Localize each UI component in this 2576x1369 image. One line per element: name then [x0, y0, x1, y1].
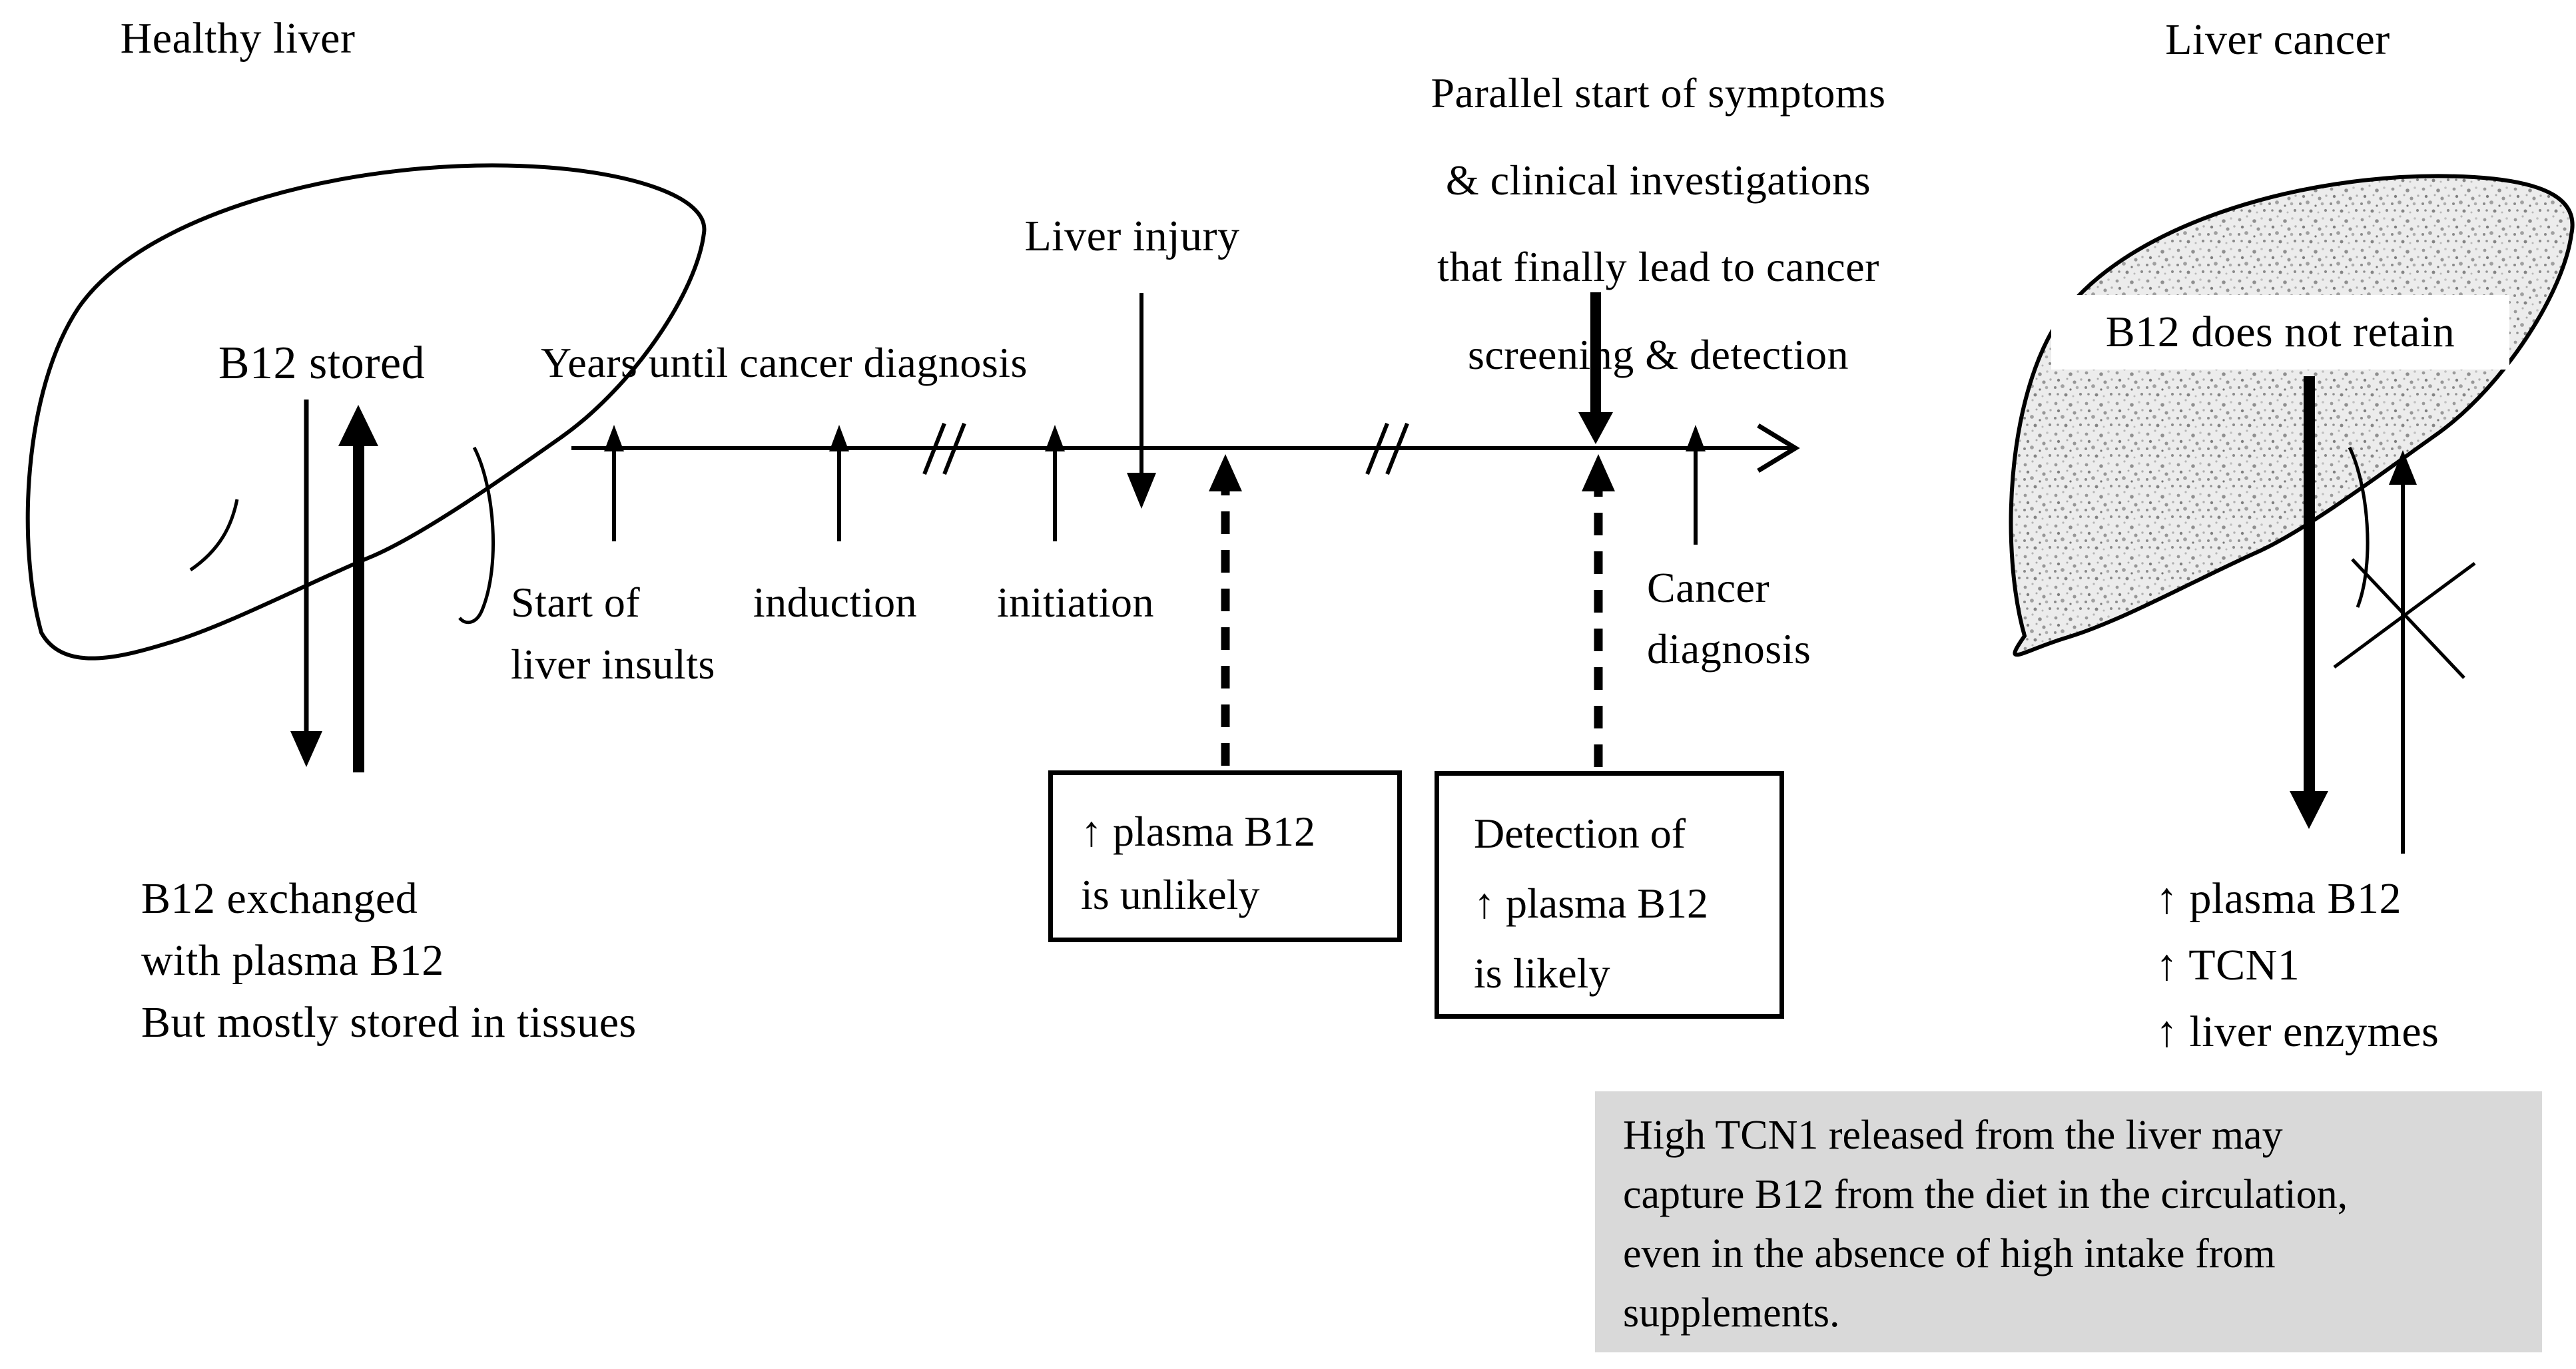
b12-uptake-thick-up-arrow-icon: [338, 405, 378, 772]
footnote-line: even in the absence of high intake from: [1623, 1231, 2276, 1276]
b12-stored-label: B12 stored: [218, 338, 426, 389]
b12-release-thin-down-arrow-icon: [290, 400, 322, 767]
finding-line: ↑ liver enzymes: [2156, 1007, 2439, 1056]
marker-start-of-insults-icon: [604, 425, 624, 541]
unlikely-box-line: is unlikely: [1081, 871, 1260, 918]
plasma-b12-unlikely-box: ↑ plasma B12 is unlikely: [1048, 770, 1402, 942]
healthy-liver-title: Healthy liver: [120, 14, 356, 63]
b12-uptake-blocked-thin-up-arrow-icon: [2389, 450, 2417, 854]
b12-does-not-retain-label: B12 does not retain: [2105, 308, 2455, 356]
footnote-line: supplements.: [1623, 1290, 1840, 1336]
parallel-note-line: & clinical investigations: [1445, 156, 1871, 204]
likely-box-line: is likely: [1474, 950, 1610, 997]
timeline-break-icon: [922, 422, 966, 475]
footnote-line: capture B12 from the diet in the circula…: [1623, 1172, 2348, 1217]
marker-start-label: liver insults: [511, 641, 715, 688]
marker-start-label: Start of: [511, 579, 641, 626]
marker-initiation-icon: [1045, 425, 1065, 541]
b12-exchange-line: with plasma B12: [141, 936, 444, 985]
likely-box-line: ↑ plasma B12: [1474, 880, 1708, 927]
parallel-note-line: that finally lead to cancer: [1437, 243, 1879, 290]
plasma-b12-likely-box: Detection of ↑ plasma B12 is likely: [1435, 771, 1784, 1019]
liver-injury-label: Liver injury: [1024, 212, 1240, 260]
parallel-note-line: Parallel start of symptoms: [1431, 69, 1886, 117]
marker-induction-label: induction: [753, 579, 918, 626]
timeline-break2-icon: [1365, 422, 1409, 475]
timeline-axis-arrowhead-icon: [1757, 423, 1800, 473]
marker-cancer-diagnosis-icon: [1686, 425, 1706, 545]
timeline-axis-label: Years until cancer diagnosis: [541, 339, 1028, 386]
timeline-axis: [571, 423, 1800, 473]
symptoms-to-axis-thick-arrow-icon: [1578, 292, 1613, 444]
healthy-liver-outline: [25, 163, 707, 661]
footnote-line: High TCN1 released from the liver may: [1623, 1113, 2283, 1158]
b12-release-thick-down-arrow-icon: [2290, 376, 2328, 829]
cancer-diagnosis-label: diagnosis: [1647, 625, 1811, 673]
blocked-cross-icon: [2333, 558, 2476, 679]
likely-dashed-up-arrow-icon: [1582, 454, 1615, 767]
b12-exchange-line: But mostly stored in tissues: [141, 998, 637, 1047]
finding-line: ↑ TCN1: [2156, 941, 2300, 989]
marker-induction-icon: [829, 425, 849, 541]
marker-initiation-label: initiation: [996, 579, 1155, 626]
finding-line: ↑ plasma B12: [2156, 874, 2402, 923]
cancer-liver-notch-detail: [2348, 446, 2370, 608]
unlikely-dashed-up-arrow-icon: [1209, 454, 1242, 766]
liver-injury-arrow-icon: [1127, 293, 1156, 509]
b12-exchange-line: B12 exchanged: [141, 874, 418, 923]
liver-cancer-title: Liver cancer: [2165, 15, 2390, 64]
healthy-liver-notch-detail: [458, 446, 495, 625]
cancer-liver-outline: [2009, 174, 2575, 657]
tcn1-footnote-box: High TCN1 released from the liver may ca…: [1595, 1091, 2542, 1352]
unlikely-box-line: ↑ plasma B12: [1081, 808, 1315, 855]
healthy-liver-spur-detail: [189, 499, 239, 572]
parallel-note-line: screening & detection: [1467, 331, 1849, 378]
retain-label-band: [2051, 295, 2509, 370]
likely-box-line: Detection of: [1474, 810, 1686, 857]
cancer-diagnosis-label: Cancer: [1647, 564, 1770, 611]
